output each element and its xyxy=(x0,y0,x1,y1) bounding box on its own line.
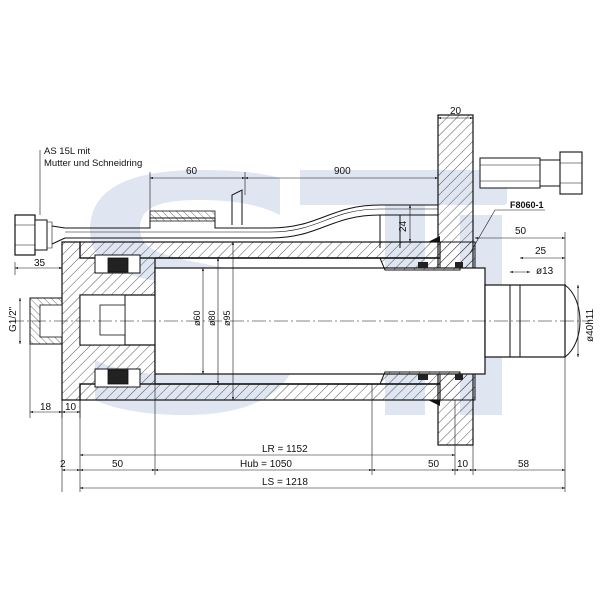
bottom-50-left-label: 50 xyxy=(112,459,124,470)
ls-label: LS = 1218 xyxy=(262,477,308,488)
bottom-58-label: 58 xyxy=(518,459,530,470)
hydraulic-fitting-top xyxy=(14,214,66,256)
bottom-hub-label: Hub = 1050 xyxy=(240,459,292,470)
dia-60-label: ø60 xyxy=(192,310,202,326)
lr-label: LR = 1152 xyxy=(262,444,308,455)
pipe-offset-label: 60 xyxy=(186,166,198,177)
bottom-10-label: 10 xyxy=(457,459,469,470)
rod-end-50-label: 50 xyxy=(515,226,527,237)
bottom-dimension-lines xyxy=(61,357,566,492)
left-35-label: 35 xyxy=(34,258,46,269)
part-code-label: F8060-1 xyxy=(510,200,544,210)
connection-pipe xyxy=(65,189,438,248)
fitting-note-line1: AS 15L mit xyxy=(44,146,90,157)
bottom-50-right-label: 50 xyxy=(428,459,440,470)
left-10-label: 10 xyxy=(65,402,77,413)
thread-left-label: G1/2" xyxy=(8,306,19,332)
diameter-dimensions xyxy=(201,241,235,401)
rod-hole-label: ø13 xyxy=(536,266,554,277)
top-dimension-lines xyxy=(149,116,580,358)
pipe-length-label: 900 xyxy=(334,166,351,177)
left-dimension-lines xyxy=(14,262,81,418)
end-cap xyxy=(29,241,156,401)
left-18-label: 18 xyxy=(40,402,52,413)
fitting-note-line2: Mutter und Schneidring xyxy=(44,158,142,169)
dia-80-label: ø80 xyxy=(207,310,217,326)
hydraulic-fitting-right xyxy=(479,151,583,195)
cylinder-tube xyxy=(79,241,441,401)
pipe-height-label: 24 xyxy=(398,220,409,232)
rod-dia-label: ø40h11 xyxy=(585,308,596,342)
dia-95-label: ø95 xyxy=(222,310,232,326)
rod-guide xyxy=(379,236,476,406)
rod-end-25-label: 25 xyxy=(535,246,547,257)
flange-width-label: 20 xyxy=(450,106,462,117)
bottom-2-label: 2 xyxy=(60,459,66,470)
